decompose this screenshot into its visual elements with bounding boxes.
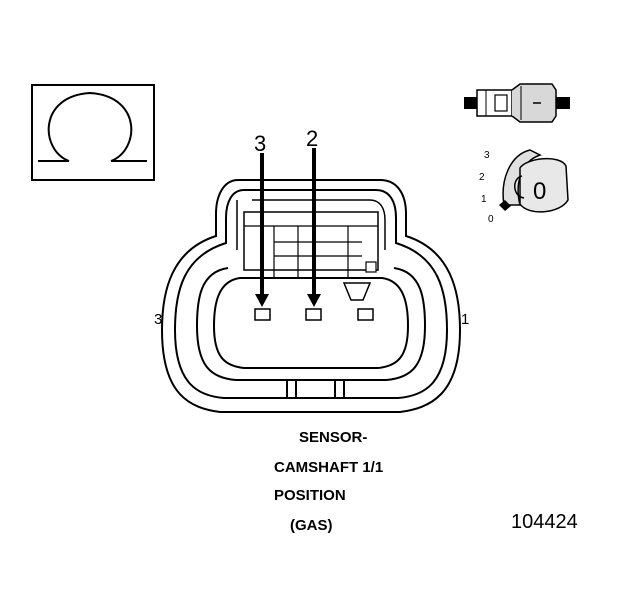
figure-id: 104424 xyxy=(511,511,578,533)
terminal-cavity-1 xyxy=(357,308,374,321)
lock-tab-catch xyxy=(365,261,377,273)
side-label-pin-3: 3 xyxy=(154,311,162,328)
dial-ring xyxy=(502,149,542,206)
omega-symbol-box xyxy=(31,84,155,181)
rotary-dial-inset: 3 2 1 0 0 xyxy=(479,149,569,225)
scale-label-1: 1 xyxy=(481,194,487,205)
dial-notch xyxy=(514,175,525,199)
wire-stub-right xyxy=(556,97,570,109)
caption-line-3: POSITION xyxy=(274,487,346,504)
mating-face-outer xyxy=(195,267,427,381)
mating-face-inner xyxy=(212,277,410,369)
caption-line-2: CAMSHAFT 1/1 xyxy=(274,459,383,476)
caption-line-1: SENSOR- xyxy=(299,429,367,446)
scale-label-2: 2 xyxy=(479,172,485,183)
terminal-cavity-3 xyxy=(254,308,271,321)
pin-arrows xyxy=(255,148,321,307)
latch-rim xyxy=(252,199,386,250)
lock-tab xyxy=(243,211,379,271)
wire-stub-left xyxy=(464,97,477,109)
omega-box-frame xyxy=(31,84,155,181)
caption-line-4: (GAS) xyxy=(290,517,333,534)
arrow-label-pin-3: 3 xyxy=(254,131,266,156)
dial-value: 0 xyxy=(533,178,546,205)
scale-label-3: 3 xyxy=(484,150,490,161)
side-label-pin-1: 1 xyxy=(461,311,469,328)
housing-inner-outline xyxy=(173,189,449,399)
male-half-tab xyxy=(494,94,508,112)
housing-outline xyxy=(160,179,462,413)
connector-halves-inset xyxy=(464,83,570,123)
arrow-label-pin-2: 2 xyxy=(306,126,318,151)
connector-face xyxy=(160,179,462,413)
terminal-cavity-2 xyxy=(305,308,322,321)
arrow-head-pin-3 xyxy=(255,294,269,307)
arrow-head-pin-2 xyxy=(307,294,321,307)
polarizing-key xyxy=(342,282,372,301)
omega-icon xyxy=(47,91,133,162)
dial-knob xyxy=(519,157,569,213)
scale-label-0: 0 xyxy=(488,214,494,225)
dial-pointer-icon xyxy=(499,200,511,211)
